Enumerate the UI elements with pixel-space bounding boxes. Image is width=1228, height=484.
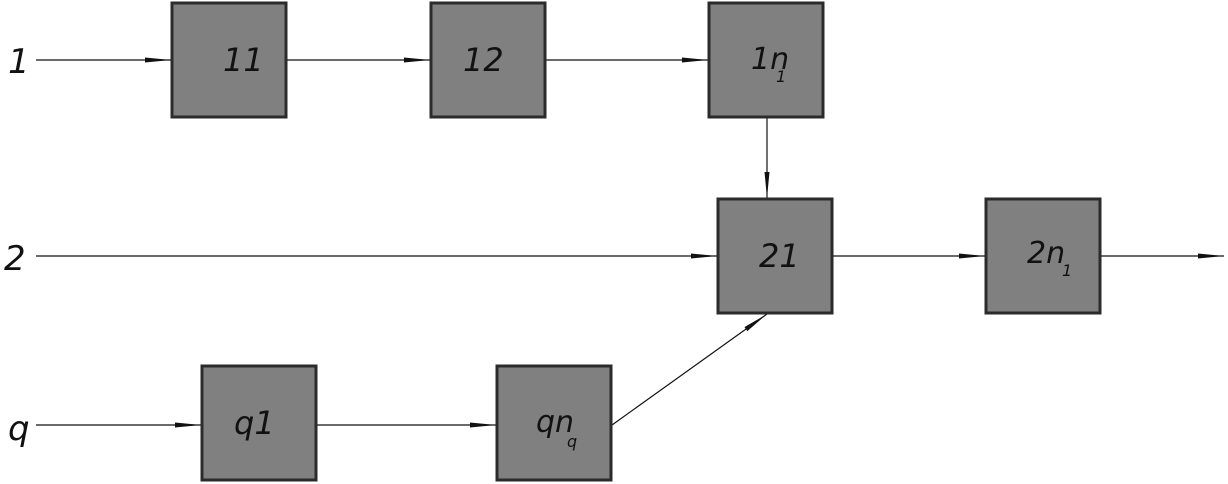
block-21: 21	[716, 197, 834, 315]
block-11: 11	[170, 1, 288, 119]
block-q1: q1	[200, 364, 318, 482]
block-2n1-subscript: 1	[1062, 261, 1072, 280]
block-1n1-label: 1n	[751, 42, 789, 77]
block-2n1: 2n 1	[984, 197, 1102, 315]
block-2n1-label: 2n	[1027, 236, 1065, 271]
block-qnq: qn q	[495, 364, 613, 482]
block-12-label: 12	[463, 41, 504, 79]
block-11-label: 11	[223, 41, 264, 79]
arrow-qnq-to-21	[611, 313, 768, 426]
block-q1-label: q1	[234, 404, 275, 442]
block-12: 12	[429, 1, 547, 119]
input-label-q: q	[8, 409, 30, 449]
block-1n1-subscript: 1	[776, 67, 786, 86]
input-label-2: 2	[4, 239, 26, 279]
block-qnq-label: qn	[536, 405, 574, 440]
block-qnq-subscript: q	[567, 432, 577, 451]
input-label-1: 1	[8, 42, 30, 82]
block-1n1: 1n 1	[707, 1, 825, 119]
block-21-label: 21	[759, 237, 800, 275]
